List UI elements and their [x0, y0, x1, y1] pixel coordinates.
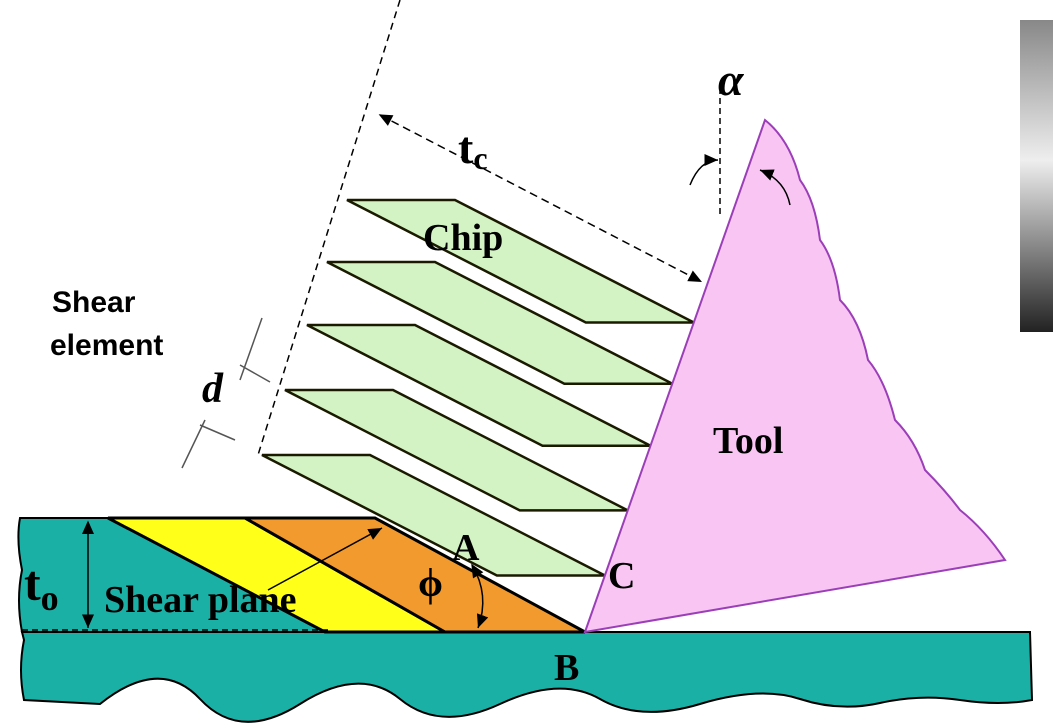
- label-d: d: [202, 366, 224, 412]
- label-tool: Tool: [713, 420, 783, 462]
- label-A: A: [452, 527, 480, 569]
- cutting-tool: [583, 118, 1007, 634]
- label-shear-plane: Shear plane: [104, 579, 297, 621]
- label-B: B: [554, 647, 579, 689]
- chip-left-dashed-line: [257, 0, 401, 456]
- d-tick-lower: [181, 419, 206, 469]
- label-to: to: [24, 555, 59, 618]
- d-tick-lower-cross: [199, 424, 236, 441]
- d-tick-upper-cross: [239, 364, 271, 383]
- alpha-arc-right: [759, 169, 791, 206]
- gradient-strip: [1020, 20, 1053, 332]
- label-C: C: [608, 555, 635, 597]
- label-alpha: α: [718, 54, 745, 105]
- label-shear-element-1: Shear: [52, 286, 136, 319]
- shear-plane-pointer: [267, 527, 383, 591]
- label-shear-element-2: element: [50, 329, 163, 362]
- workpiece: [20, 631, 1034, 723]
- tc-dimension-line: [378, 114, 703, 283]
- label-chip: Chip: [423, 217, 503, 259]
- alpha-arc-left: [689, 154, 719, 186]
- phi-arc: [471, 563, 489, 629]
- label-tc: tc: [458, 122, 488, 176]
- label-phi: ϕ: [418, 560, 443, 605]
- d-tick-upper: [239, 317, 263, 381]
